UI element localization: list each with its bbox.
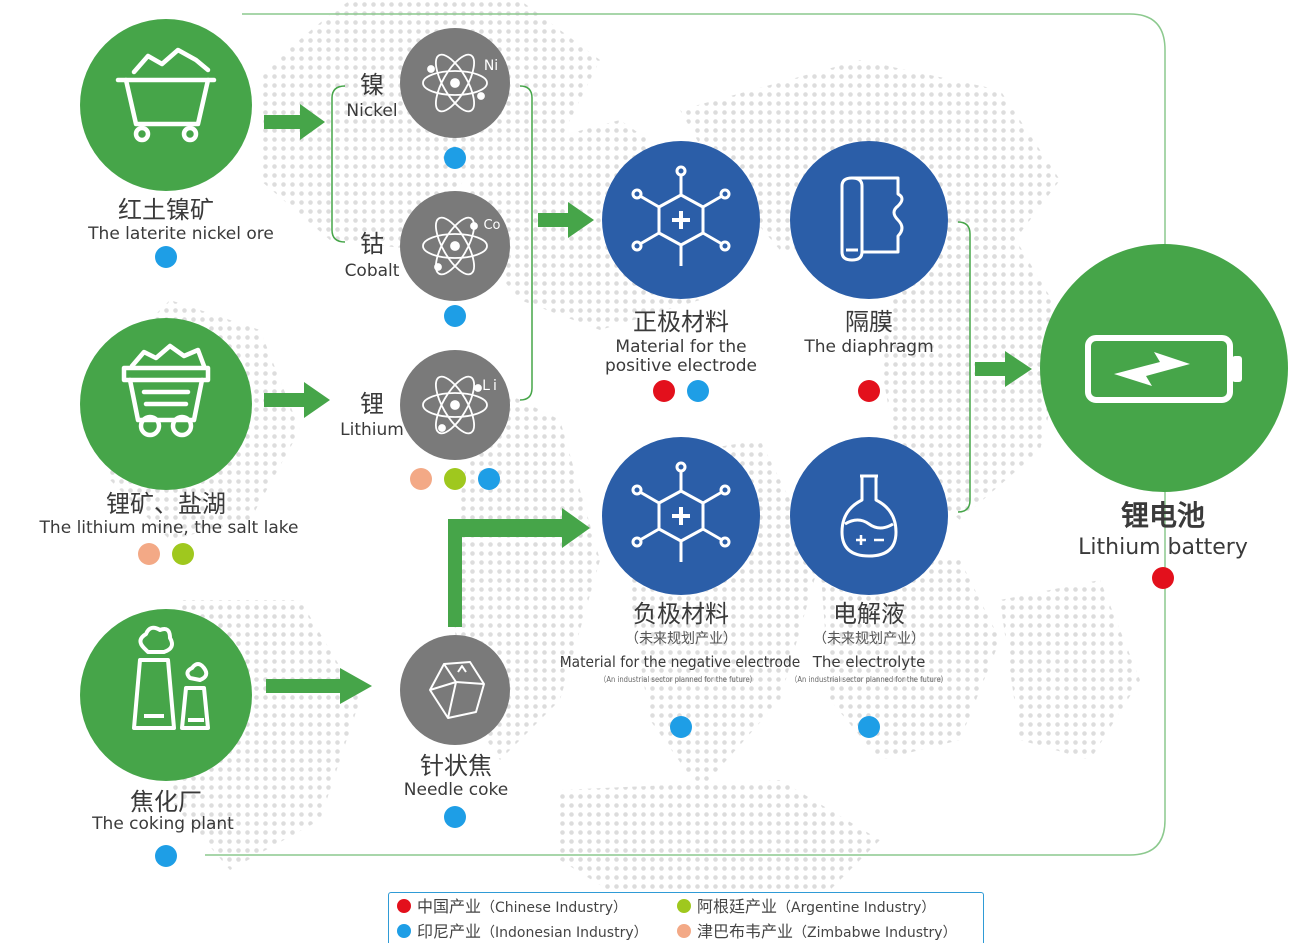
legend-indonesian-en: （Indonesian Industry） <box>481 925 648 941</box>
legend-argentine-zh: 阿根廷产业 <box>697 897 778 916</box>
legend-dot-zimbabwe <box>677 924 691 938</box>
diaphragm-label-en: The diaphragm <box>804 337 934 357</box>
bracket-left <box>331 85 346 243</box>
industry-dot-indonesian <box>670 716 692 738</box>
industry-dot-indonesian <box>858 716 880 738</box>
legend-indonesian: 印尼产业（Indonesian Industry） <box>397 922 648 943</box>
positive-label-en-1: Material for the <box>615 337 747 357</box>
bracket-materials <box>957 221 971 513</box>
battery-label-en: Lithium battery <box>1078 535 1248 560</box>
industry-dot-indonesian <box>444 806 466 828</box>
industry-dot-chinese <box>653 380 675 402</box>
industry-dot-zimbabwe <box>138 543 160 565</box>
industry-dot-indonesian <box>444 147 466 169</box>
frame-outline <box>205 13 1166 856</box>
coke-rock-icon <box>429 661 485 719</box>
legend-indonesian-zh: 印尼产业 <box>417 922 482 941</box>
flask-icon <box>840 474 898 558</box>
diaphragm-label-zh: 隔膜 <box>845 308 893 336</box>
needle-coke-label-en: Needle coke <box>403 780 509 800</box>
battery-icon <box>1085 335 1242 403</box>
globe-background <box>90 0 1140 910</box>
nickel-symbol: Ni <box>483 58 499 74</box>
industry-dot-zimbabwe <box>410 468 432 490</box>
ore-cart-icon <box>121 343 211 438</box>
arrow-needle-coke <box>448 508 590 627</box>
negative-label-zh: 负极材料 <box>633 600 729 628</box>
nickel-label-en: Nickel <box>346 101 398 121</box>
molecule-icon <box>631 165 731 266</box>
industry-dot-chinese <box>858 380 880 402</box>
atom-icon <box>422 216 488 276</box>
arrow-coking <box>266 668 372 704</box>
legend-dot-indonesian <box>397 924 411 938</box>
industry-dot-indonesian <box>444 305 466 327</box>
lithium-mine-label-zh: 锂矿、盐湖 <box>106 490 226 518</box>
legend-zimbabwe: 津巴布韦产业（Zimbabwe Industry） <box>677 922 957 943</box>
negative-note-en: （An industrial sector planned for the fu… <box>599 675 757 684</box>
legend-dot-argentine <box>677 899 691 913</box>
coking-circle <box>80 609 252 781</box>
legend-argentine-en: （Argentine Industry） <box>777 900 936 916</box>
laterite-label-en: The laterite nickel ore <box>88 224 274 244</box>
laterite-circle <box>80 19 252 191</box>
electrolyte-label-zh: 电解液 <box>833 600 905 628</box>
legend-chinese-en: （Chinese Industry） <box>481 900 627 916</box>
legend-argentine: 阿根廷产业（Argentine Industry） <box>677 897 935 918</box>
atom-icon <box>422 375 488 435</box>
arrow-positive <box>538 202 594 238</box>
arrow-laterite <box>264 104 325 140</box>
negative-note-zh: （未来规划产业） <box>625 631 737 647</box>
industry-dot-indonesian <box>155 845 177 867</box>
industry-dot-argentine <box>172 543 194 565</box>
positive-label-zh: 正极材料 <box>633 308 729 336</box>
lithium-symbol: Li <box>482 378 500 394</box>
film-roll-icon <box>840 176 904 262</box>
positive-label-en-2: positive electrode <box>604 356 758 376</box>
industry-dot-chinese <box>1152 567 1174 589</box>
factory-chimney-icon <box>132 625 210 730</box>
arrow-lithium-mine <box>264 382 330 418</box>
legend-dot-chinese <box>397 899 411 913</box>
lithium-label-zh: 锂 <box>360 390 384 418</box>
industry-dot-indonesian <box>155 246 177 268</box>
legend-chinese-zh: 中国产业 <box>417 897 482 916</box>
needle-coke-label-zh: 针状焦 <box>420 752 492 780</box>
source-circles <box>80 19 252 781</box>
electrolyte-label-en: The electrolyte <box>812 653 926 671</box>
industry-dot-indonesian <box>478 468 500 490</box>
coking-label-zh: 焦化厂 <box>130 788 202 816</box>
arrow-battery <box>975 351 1032 387</box>
atom-icon <box>422 53 488 113</box>
coking-label-en: The coking plant <box>92 814 234 834</box>
bracket-atoms <box>519 85 533 401</box>
diaphragm-circle <box>790 141 948 299</box>
electrolyte-note-zh: （未来规划产业） <box>813 631 925 647</box>
cobalt-label-zh: 钴 <box>360 230 384 258</box>
lithium-mine-label-en: The lithium mine, the salt lake <box>39 518 299 538</box>
legend: 中国产业（Chinese Industry） 阿根廷产业（Argentine I… <box>388 892 984 943</box>
cobalt-symbol: Co <box>483 218 501 233</box>
industry-dot-argentine <box>444 468 466 490</box>
cobalt-label-en: Cobalt <box>344 261 400 281</box>
nickel-label-zh: 镍 <box>360 71 384 99</box>
industry-dots <box>138 147 1174 867</box>
molecule-icon <box>631 461 731 562</box>
battery-label-zh: 锂电池 <box>1120 499 1206 532</box>
industry-dot-indonesian <box>687 380 709 402</box>
legend-chinese: 中国产业（Chinese Industry） <box>397 897 627 918</box>
mine-cart-icon <box>115 47 217 143</box>
laterite-label-zh: 红土镍矿 <box>118 196 214 224</box>
lithium-label-en: Lithium <box>340 420 404 440</box>
legend-zimbabwe-zh: 津巴布韦产业 <box>697 922 794 941</box>
electrolyte-note-en: （An industrial sector planned for the fu… <box>790 675 948 684</box>
electrolyte-circle <box>790 437 948 595</box>
legend-zimbabwe-en: （Zimbabwe Industry） <box>793 925 957 941</box>
flow-arrows <box>264 104 1032 704</box>
negative-label-en: Material for the negative electrode <box>559 653 801 671</box>
